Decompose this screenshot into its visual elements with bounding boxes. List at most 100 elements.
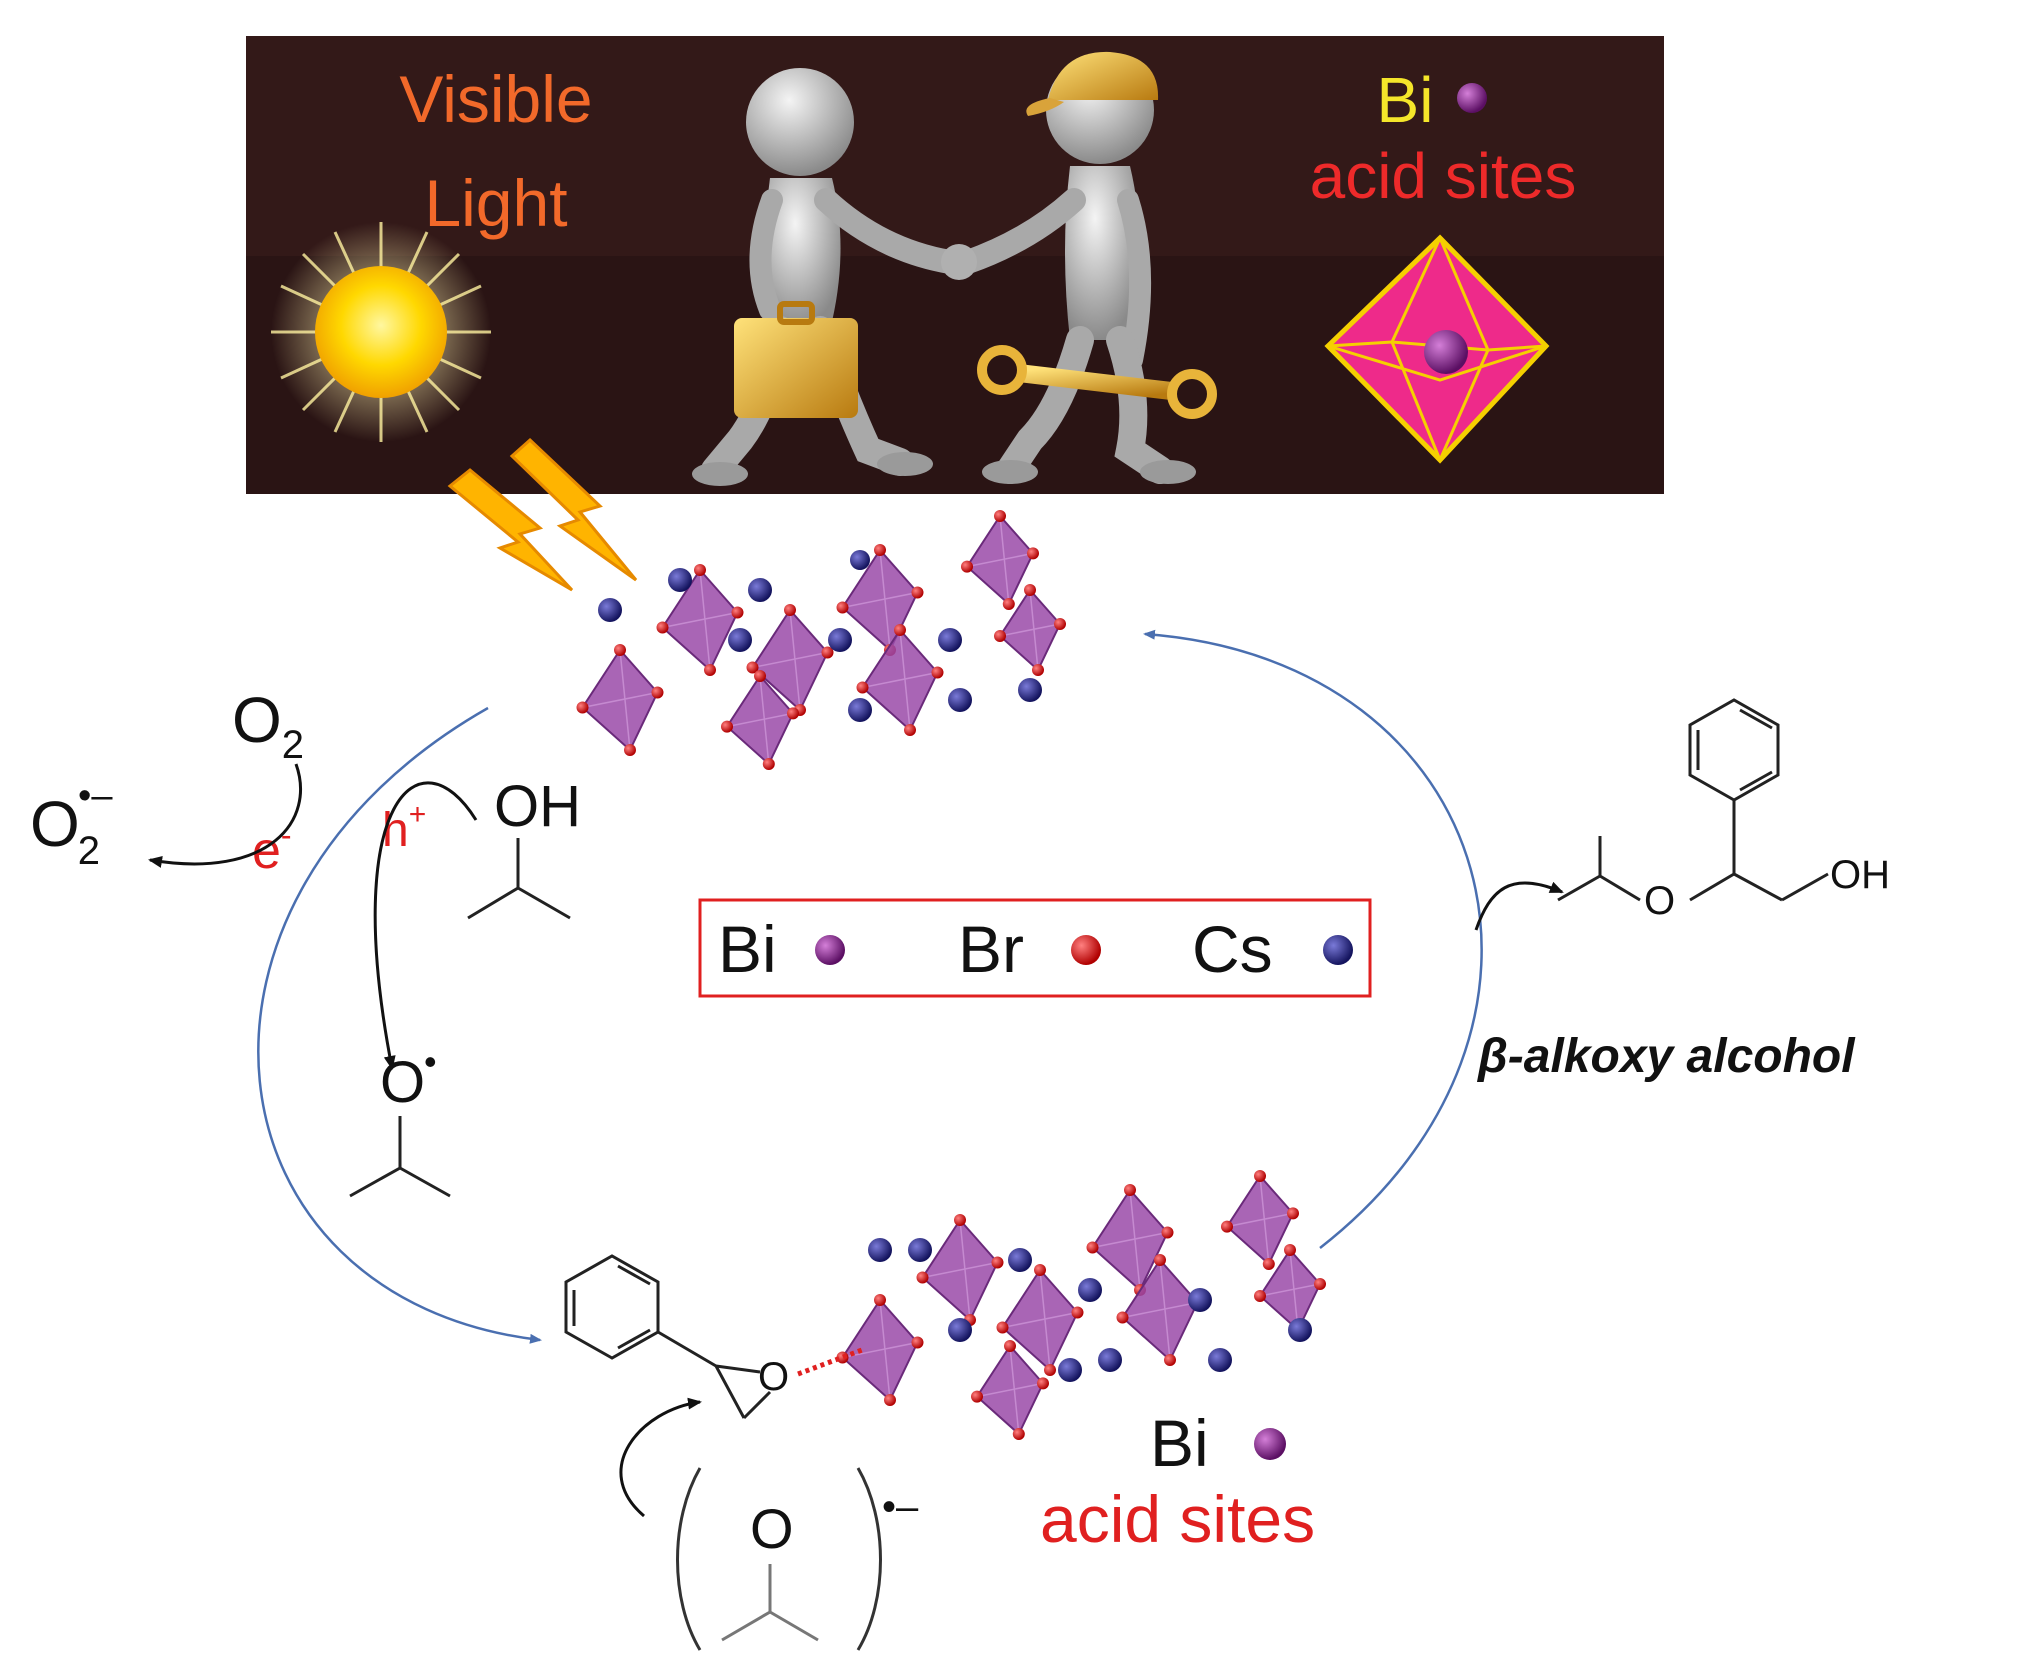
banner-bi-ball [1457, 83, 1487, 113]
bibr6-octahedron [746, 604, 834, 716]
br-atom [954, 1214, 966, 1226]
br-atom [1044, 1364, 1056, 1376]
cs-atom [1188, 1288, 1212, 1312]
bibr6-octahedron [996, 1264, 1084, 1376]
legend-cs-ball [1323, 935, 1353, 965]
br-atom [762, 758, 775, 770]
br-atom [1002, 598, 1015, 610]
cs-atom [850, 550, 870, 570]
banner: Visible Light [246, 36, 1664, 494]
wrench-icon [977, 345, 1217, 419]
bibr6-octahedron [971, 1340, 1049, 1440]
br-atom [754, 670, 766, 682]
bibr6-octahedron [1221, 1170, 1299, 1270]
legend-border [698, 898, 1372, 998]
br-atom [856, 681, 869, 694]
br-atom [1262, 1258, 1275, 1270]
isopropoxy-radical: O • [349, 1041, 451, 1198]
bibr6-octahedron [836, 1294, 924, 1406]
cs-atom [848, 698, 872, 722]
cs-atom [1208, 1348, 1232, 1372]
oxygen-reduction: O2 O2•– e- h+ OH O • [30, 684, 581, 1198]
br-atom [1154, 1254, 1166, 1266]
perovskite-crystal-top [576, 510, 1066, 770]
br-atom [821, 646, 834, 659]
br-atom [1034, 1264, 1046, 1276]
bibr6-octahedron [576, 644, 664, 756]
br-atom [1161, 1226, 1174, 1239]
br-atom [874, 1294, 886, 1306]
br-atom [991, 1256, 1004, 1269]
radical-o: O [380, 1050, 425, 1115]
cs-atom [948, 1318, 972, 1342]
bottom-bi-ball [1254, 1428, 1286, 1460]
hole-label: h+ [382, 798, 426, 857]
br-atom [1254, 1170, 1266, 1182]
handshake-figure-left [692, 68, 962, 486]
electron-arrow [148, 763, 302, 868]
br-atom [996, 1321, 1009, 1334]
br-atom [651, 686, 664, 699]
br-atom [994, 510, 1006, 522]
acid-site-interaction [797, 1347, 863, 1377]
radical-dot: • [424, 1041, 437, 1082]
br-atom [1032, 664, 1044, 676]
superoxide-label: O2•– [30, 775, 113, 873]
br-atom [1037, 1377, 1049, 1390]
bibr6-octahedron [1086, 1184, 1174, 1296]
cs-atom [908, 1238, 932, 1262]
banner-bi-label: Bi [1377, 64, 1434, 136]
br-atom [614, 644, 626, 656]
product-name: β-alkoxy alcohol [1476, 1030, 1856, 1083]
br-atom [1287, 1207, 1299, 1220]
br-atom [961, 560, 973, 573]
isopropoxy-anion-radical: O •– [676, 1467, 919, 1651]
br-atom [656, 621, 669, 634]
nucleophilic-attack-arrow [619, 1397, 702, 1518]
o2-label: O2 [232, 684, 304, 767]
bibr6-octahedron [856, 624, 944, 736]
br-atom [1314, 1278, 1326, 1290]
br-atom [704, 664, 716, 676]
br-atom [916, 1271, 929, 1284]
epoxide-structure: O [564, 1254, 863, 1518]
cs-atom [598, 598, 622, 622]
cs-atom [1058, 1358, 1082, 1382]
br-atom [931, 666, 944, 679]
br-atom [911, 1336, 924, 1349]
product-benzene-ring [1688, 698, 1780, 802]
lightning-bolt-icon [447, 437, 638, 592]
element-legend: Bi Br Cs [698, 898, 1372, 998]
bottom-bi-label: Bi [1150, 1406, 1209, 1480]
bibr6-octahedron [656, 564, 744, 676]
bibr6-octahedron [721, 670, 799, 770]
product-structure: O OH β-alkoxy alcohol [1474, 698, 1890, 1083]
br-atom [694, 564, 706, 576]
nucleophile-charge: •– [882, 1485, 919, 1529]
visible-light-line2: Light [424, 166, 567, 240]
br-atom [836, 601, 849, 614]
sun-icon [271, 222, 491, 442]
br-atom [624, 744, 636, 756]
cs-atom [868, 1238, 892, 1262]
bottom-acid-sites-label: acid sites [1040, 1482, 1315, 1556]
br-atom [904, 724, 916, 736]
product-arrow [1474, 881, 1564, 931]
cs-atom [1078, 1278, 1102, 1302]
cs-atom [1098, 1348, 1122, 1372]
br-atom [784, 604, 796, 616]
handshake-figure-right [941, 51, 1217, 484]
br-atom [971, 1390, 983, 1403]
br-atom [1004, 1340, 1016, 1352]
catalytic-cycle [257, 629, 1483, 1344]
cs-atom [828, 628, 852, 652]
cycle-arrow-right [1143, 629, 1483, 1249]
legend-br-label: Br [958, 912, 1024, 986]
br-atom [1254, 1290, 1266, 1302]
br-atom [894, 624, 906, 636]
isopropanol-structure: OH [467, 774, 581, 920]
product-oh: OH [1830, 853, 1890, 897]
hole-arrow [373, 781, 478, 1070]
bibr6-octahedron [916, 1214, 1004, 1326]
